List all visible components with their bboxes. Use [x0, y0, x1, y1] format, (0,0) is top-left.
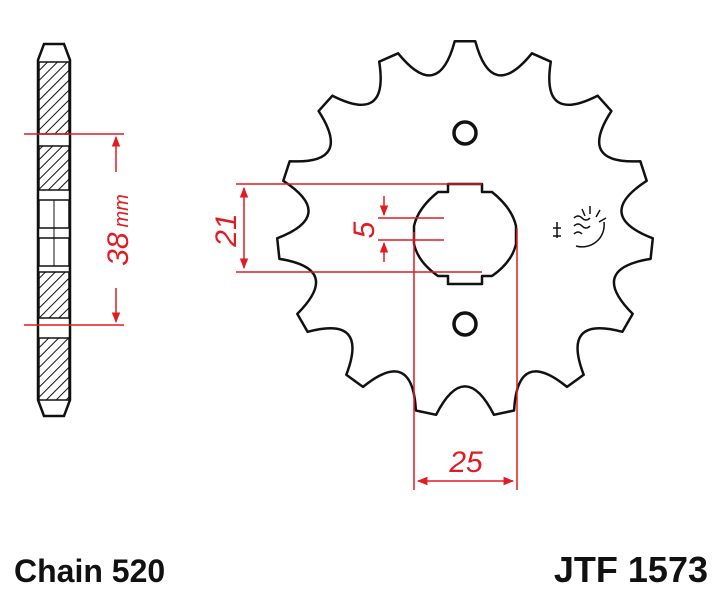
- chain-label: Chain 520: [14, 553, 165, 589]
- key-width-dimension: 5: [348, 196, 444, 262]
- key-width-label: 5: [348, 221, 381, 238]
- sprocket-front-view: [275, 40, 655, 417]
- side-hatch-upper-mid: [38, 145, 70, 191]
- side-profile-view: [36, 42, 72, 418]
- mounting-hole-top: [452, 120, 478, 146]
- side-hatch-lower-mid: [38, 271, 70, 319]
- bore-width-dimension: 25: [413, 228, 518, 490]
- side-width-label: 38mm: [102, 194, 135, 266]
- bore-width-label: 25: [448, 446, 483, 479]
- part-number-label: JTF 1573: [554, 549, 708, 590]
- side-hatch-top: [38, 61, 70, 135]
- side-width-dimension: 38mm: [24, 133, 135, 326]
- spline-height-dimension: 21: [210, 183, 482, 273]
- mounting-hole-bottom: [452, 311, 478, 337]
- sun-over-waves-icon: [553, 206, 607, 248]
- spline-height-label: 21: [210, 213, 243, 247]
- splined-bore: [412, 182, 518, 286]
- side-hatch-bottom: [38, 337, 70, 401]
